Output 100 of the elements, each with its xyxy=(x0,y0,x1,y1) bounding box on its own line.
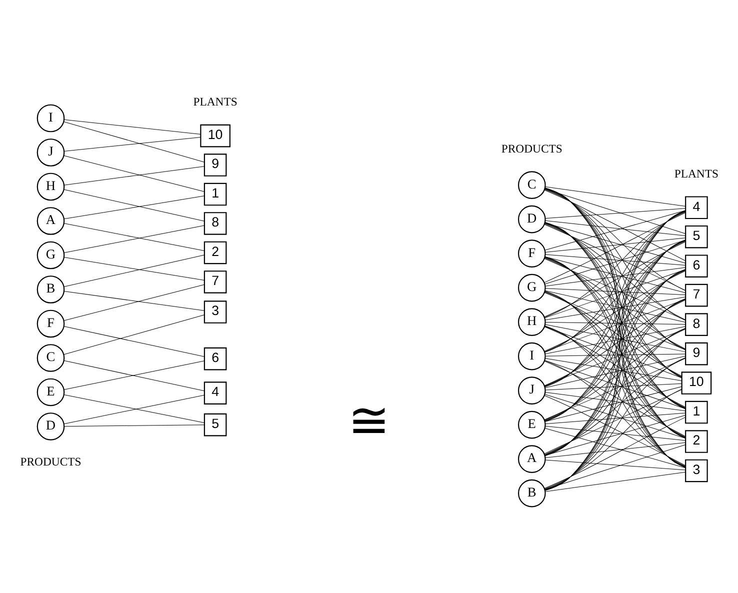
connector xyxy=(64,166,205,185)
connector xyxy=(545,322,686,324)
connector xyxy=(544,224,686,290)
connector xyxy=(544,222,686,263)
connector xyxy=(544,325,686,437)
connector xyxy=(544,212,686,282)
node-circle: E xyxy=(518,410,546,438)
connector xyxy=(544,257,686,349)
connector xyxy=(544,268,686,318)
connector xyxy=(544,428,686,468)
connector xyxy=(544,416,686,488)
connector xyxy=(64,256,205,280)
label: ≅ xyxy=(348,392,390,448)
connector xyxy=(544,220,686,236)
connector xyxy=(544,254,686,266)
node-circle: C xyxy=(36,344,65,372)
node-circle: C xyxy=(518,170,546,198)
connector xyxy=(544,240,686,386)
connector xyxy=(544,391,686,411)
connector xyxy=(64,188,204,221)
connector xyxy=(544,256,686,408)
connector xyxy=(544,327,686,490)
connector xyxy=(64,136,201,151)
connector xyxy=(544,210,686,250)
node-circle: H xyxy=(36,172,65,200)
connector xyxy=(544,186,686,206)
connector xyxy=(544,237,686,252)
node-box: 4 xyxy=(204,381,227,404)
connector xyxy=(544,356,686,490)
connector xyxy=(544,188,682,378)
connector xyxy=(544,355,686,388)
node-circle: F xyxy=(36,309,65,338)
connector xyxy=(544,292,682,376)
connector xyxy=(544,425,686,440)
connector xyxy=(544,189,686,260)
connector xyxy=(544,471,686,492)
connector xyxy=(544,256,686,292)
connector xyxy=(544,360,686,408)
connector xyxy=(544,290,686,438)
connector xyxy=(544,388,682,454)
connector xyxy=(544,290,686,322)
node-box: 7 xyxy=(204,270,227,293)
connector xyxy=(544,328,686,420)
node-circle: A xyxy=(36,206,65,234)
connector xyxy=(545,382,682,390)
connector xyxy=(544,299,686,386)
connector xyxy=(544,240,686,317)
node-box: 2 xyxy=(685,430,708,452)
node-circle: A xyxy=(518,444,546,472)
connector xyxy=(64,284,204,320)
node-circle: J xyxy=(36,138,65,166)
connector xyxy=(544,388,682,489)
connector xyxy=(544,188,686,290)
connector xyxy=(545,288,686,295)
connector xyxy=(64,326,205,356)
connector xyxy=(544,240,686,352)
node-circle: G xyxy=(518,273,546,302)
node-box: 1 xyxy=(204,182,227,206)
node-circle: I xyxy=(36,104,65,132)
connector xyxy=(544,239,686,284)
connector xyxy=(544,412,686,424)
node-box: 1 xyxy=(685,400,708,424)
connector xyxy=(544,188,686,350)
connector xyxy=(64,154,204,192)
connector xyxy=(544,291,686,408)
connector xyxy=(544,266,686,286)
connector xyxy=(544,256,682,377)
node-box: 3 xyxy=(685,458,708,482)
connector xyxy=(544,296,686,320)
connector xyxy=(544,394,686,466)
node-circle: D xyxy=(518,204,546,233)
node-box: 2 xyxy=(204,240,227,264)
connector xyxy=(64,314,204,354)
node-box: 9 xyxy=(685,342,708,365)
node-box: 10 xyxy=(200,124,230,147)
connector xyxy=(544,358,686,420)
node-box: 4 xyxy=(685,196,708,219)
connector xyxy=(544,298,686,420)
node-circle: B xyxy=(518,478,546,507)
connector xyxy=(544,414,686,456)
node-box: 5 xyxy=(204,412,227,436)
node-box: 6 xyxy=(204,346,227,370)
connector xyxy=(544,394,686,438)
label: PLANTS xyxy=(193,94,238,108)
node-box: 6 xyxy=(685,254,708,277)
connector xyxy=(544,258,686,320)
node-box: 5 xyxy=(685,224,708,248)
connector xyxy=(64,121,204,162)
connector xyxy=(544,326,686,407)
node-circle: F xyxy=(518,239,546,267)
label: PRODUCTS xyxy=(501,142,562,155)
node-box: 9 xyxy=(204,153,227,176)
node-circle: D xyxy=(36,412,65,440)
connector xyxy=(64,195,205,219)
node-circle: G xyxy=(36,240,65,269)
node-circle: J xyxy=(518,376,546,404)
node-box: 3 xyxy=(204,300,227,323)
connector xyxy=(64,254,204,286)
connector xyxy=(544,270,686,352)
connector xyxy=(64,118,201,134)
